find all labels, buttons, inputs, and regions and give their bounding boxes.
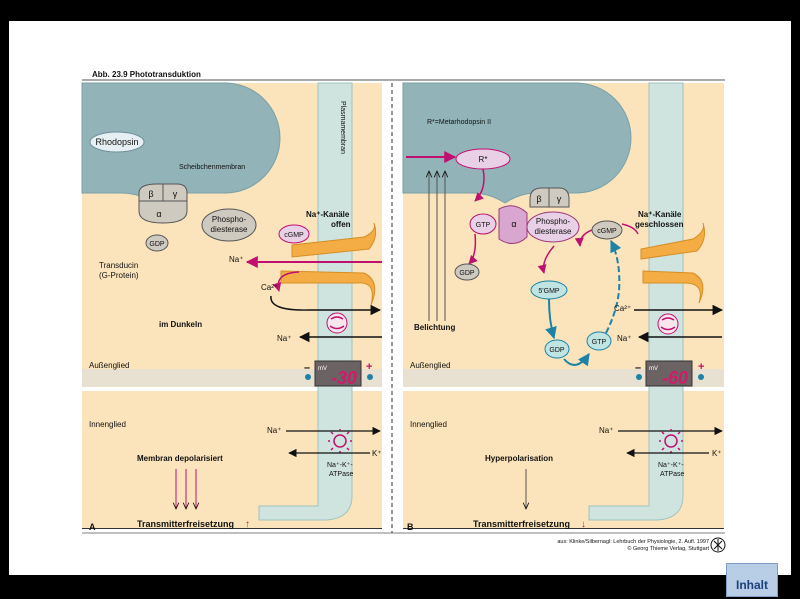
credit-line-2: © Georg Thieme Verlag, Stuttgart <box>627 545 709 552</box>
cgmp <box>278 224 310 244</box>
svg-text:-60: -60 <box>662 368 688 388</box>
svg-text:Rhodopsin: Rhodopsin <box>95 137 138 147</box>
svg-text:γ: γ <box>173 189 178 199</box>
svg-text:cGMP: cGMP <box>597 228 617 235</box>
svg-text:Phospho-: Phospho- <box>212 215 247 224</box>
svg-text:(G-Protein): (G-Protein) <box>99 271 139 280</box>
svg-text:Phospho-: Phospho- <box>536 217 571 226</box>
svg-text:mV: mV <box>649 366 658 372</box>
svg-text:↑: ↑ <box>245 519 250 530</box>
svg-text:GDP: GDP <box>549 347 565 354</box>
svg-text:cGMP: cGMP <box>284 232 304 239</box>
transducin: β γ α GDP <box>138 183 188 252</box>
transducin-label: Transducin <box>99 261 138 270</box>
na-channels-closed-label: Na⁺-Kanäle <box>638 210 682 219</box>
svg-text:diesterase: diesterase <box>535 227 572 236</box>
svg-text:K⁺: K⁺ <box>712 449 722 458</box>
atpase-a <box>328 429 352 453</box>
credit-line-1: aus: Klinke/Silbernagl: Lehrbuch der Phy… <box>557 539 709 545</box>
svg-text:Ca²⁺: Ca²⁺ <box>614 304 631 313</box>
na-label: Na⁺ <box>229 255 243 264</box>
svg-text:5'GMP: 5'GMP <box>538 288 560 295</box>
phosphodiesterase-active <box>526 211 580 243</box>
svg-text:ATPase: ATPase <box>660 471 684 478</box>
atpase-b <box>659 429 683 453</box>
innenglied-label: Innenglied <box>89 420 126 429</box>
slide: Abb. 23.9 Phototransduktion Rhodopsin Sc… <box>9 21 791 575</box>
panel-a-letter: A <box>89 522 96 532</box>
phototransduction-figure: Abb. 23.9 Phototransduktion Rhodopsin Sc… <box>81 70 726 553</box>
panel-a: Rhodopsin Scheibchenmembran Plasmamembra… <box>81 82 382 532</box>
svg-text:Na⁺: Na⁺ <box>267 426 281 435</box>
svg-text:γ: γ <box>557 194 562 204</box>
aussenglied-label: Außenglied <box>89 361 129 370</box>
na-channel-upper <box>291 222 377 258</box>
svg-text:β: β <box>536 194 541 204</box>
na-channels-label: Na⁺-Kanäle <box>306 210 350 219</box>
im-dunkeln-label: im Dunkeln <box>159 320 202 329</box>
svg-text:Na⁺: Na⁺ <box>599 426 613 435</box>
svg-text:geschlossen: geschlossen <box>635 220 684 229</box>
panel-b-letter: B <box>407 522 414 532</box>
svg-text:Na⁺-K⁺-: Na⁺-K⁺- <box>327 462 353 469</box>
plasma-membrane-label: Plasmamembran <box>339 101 346 154</box>
svg-text:Transmitterfreisetzung: Transmitterfreisetzung <box>473 519 570 529</box>
rhodopsin <box>89 131 145 153</box>
svg-text:Außenglied: Außenglied <box>410 361 450 370</box>
ca-label: Ca²⁺ <box>261 283 278 292</box>
svg-text:Na⁺: Na⁺ <box>277 334 291 343</box>
svg-text:GTP: GTP <box>592 339 607 346</box>
svg-text:+: + <box>366 361 372 373</box>
phosphodiesterase <box>201 208 257 242</box>
svg-text:β: β <box>148 189 153 199</box>
inhalt-button[interactable]: Inhalt <box>726 563 778 597</box>
activated-transducin: GTP α <box>469 205 528 244</box>
publisher-logo <box>710 537 726 553</box>
svg-text:α: α <box>156 209 161 219</box>
transmitter-label: Transmitterfreisetzung <box>137 519 234 529</box>
svg-text:Hyperpolarisation: Hyperpolarisation <box>485 454 553 463</box>
voltmeter-b: mV -60 – + <box>635 360 704 388</box>
belichtung-label: Belichtung <box>414 323 455 332</box>
svg-text:Na⁺-K⁺-: Na⁺-K⁺- <box>658 462 684 469</box>
exchanger-a <box>326 312 348 334</box>
r-star-definition: R*=Metarhodopsin II <box>427 119 491 126</box>
svg-text:–: – <box>304 362 310 374</box>
voltmeter-a: mV -30 – + <box>304 360 373 388</box>
svg-text:mV: mV <box>318 366 327 372</box>
svg-text:–: – <box>635 362 641 374</box>
svg-text:α: α <box>511 219 516 229</box>
status-label: Membran depolarisiert <box>137 454 223 463</box>
plasma-membrane <box>258 82 353 521</box>
svg-text:-30: -30 <box>331 368 357 388</box>
svg-text:GDP: GDP <box>149 241 165 248</box>
svg-text:R*: R* <box>479 155 488 164</box>
panel-b: R*=Metarhodopsin II R* Belichtung GTP α … <box>402 82 724 532</box>
svg-text:+: + <box>698 361 704 373</box>
svg-text:ATPase: ATPase <box>329 471 353 478</box>
svg-text:GDP: GDP <box>459 270 475 277</box>
svg-text:diesterase: diesterase <box>211 225 248 234</box>
svg-text:Na⁺: Na⁺ <box>617 334 631 343</box>
svg-text:K⁺: K⁺ <box>372 449 382 458</box>
beta-gamma: β γ <box>529 187 570 208</box>
svg-text:Innenglied: Innenglied <box>410 420 447 429</box>
ca-efflux-arrow <box>270 295 382 316</box>
disc-membrane-label: Scheibchenmembran <box>179 164 245 171</box>
svg-text:GTP: GTP <box>476 222 491 229</box>
figure-title: Abb. 23.9 Phototransduktion <box>92 70 201 79</box>
svg-text:offen: offen <box>331 220 351 229</box>
svg-text:↓: ↓ <box>581 519 586 530</box>
